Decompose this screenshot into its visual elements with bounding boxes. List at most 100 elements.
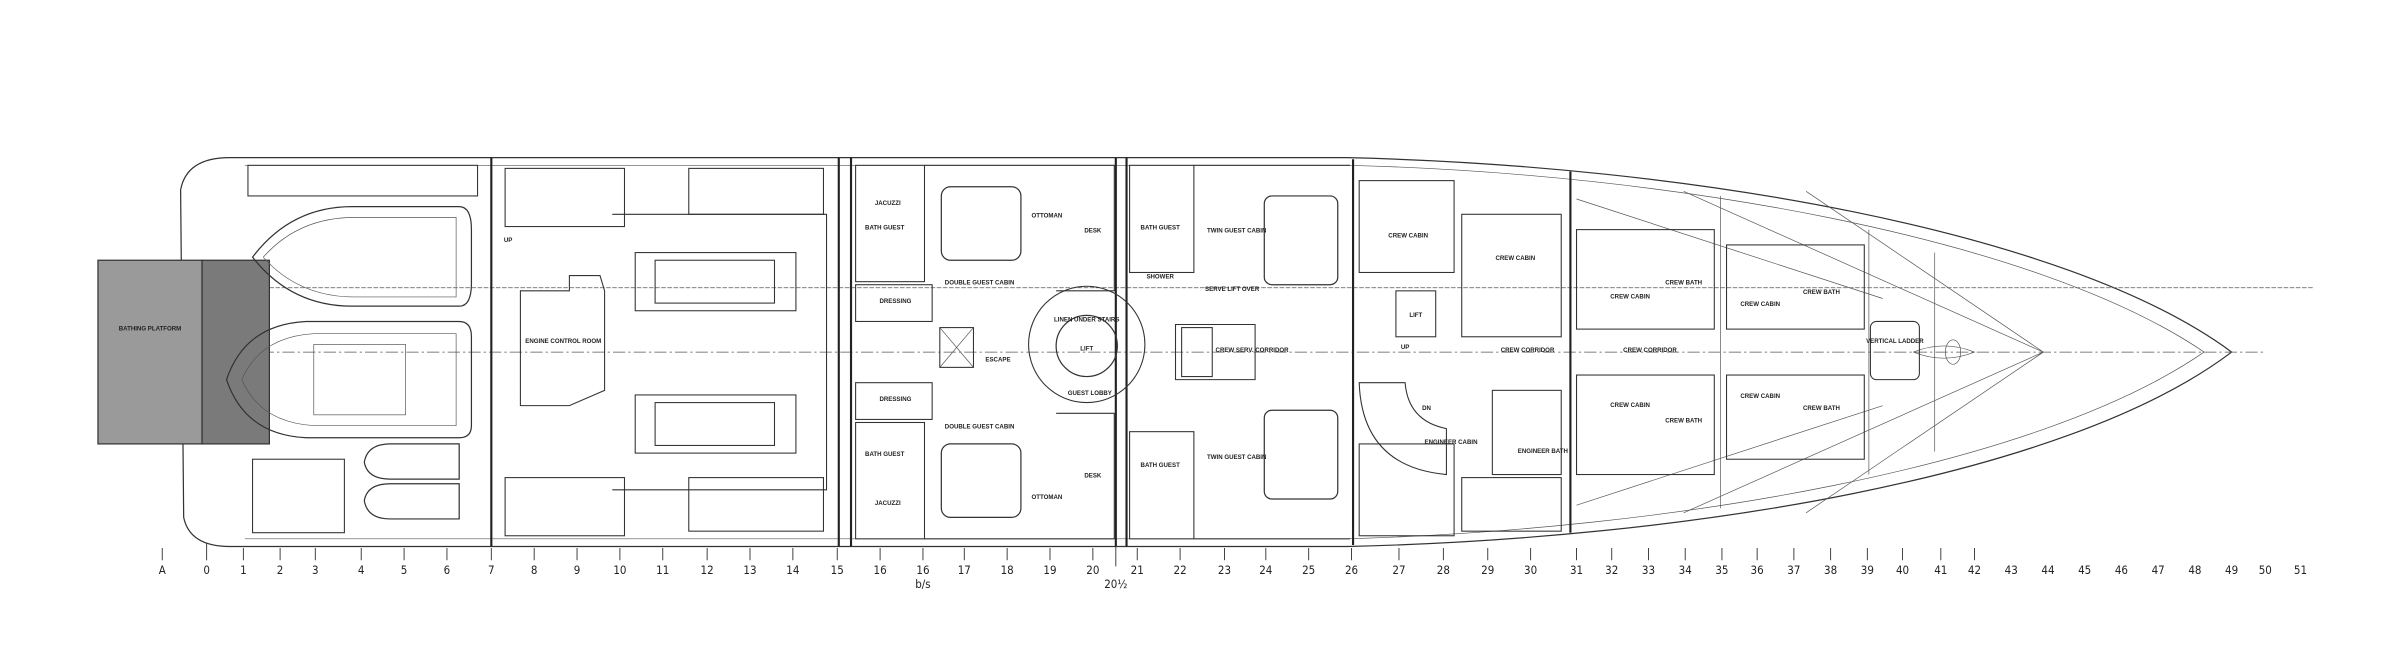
label-double-guest-cabin: DOUBLE GUEST CABIN (945, 424, 1015, 431)
label-jacuzzi: JACUZZI (875, 500, 901, 507)
frame-label: 23 (1218, 563, 1231, 577)
frame-label: 10 (613, 563, 626, 577)
bed-double-2 (940, 443, 1022, 519)
engine-room (504, 167, 828, 537)
frame-label: 5 (401, 563, 408, 577)
frame-label-20-half: 20½ (1104, 577, 1127, 591)
label-lift: LIFT (1080, 346, 1093, 353)
frame-label: 27 (1392, 563, 1405, 577)
bulkheads (490, 157, 1936, 547)
label-desk: DESK (1084, 228, 1102, 235)
label-bath-guest: BATH GUEST (1141, 462, 1181, 469)
label-escape: ESCAPE (985, 356, 1010, 363)
frame-label-bs: b/s (915, 577, 930, 591)
frame-label: 39 (1861, 563, 1874, 577)
frame-label: 17 (958, 563, 971, 577)
room-labels: BATHING PLATFORM ENGINE CONTROL ROOM JAC… (119, 200, 1925, 507)
frame-label: 34 (1679, 563, 1692, 577)
frame-label: 33 (1642, 563, 1655, 577)
frame-label: 16 (916, 563, 929, 577)
label-desk: DESK (1084, 473, 1102, 480)
guest-lift (1055, 314, 1118, 378)
label-linen: LINEN UNDER STAIRS (1054, 316, 1119, 323)
frame-label: 9 (574, 563, 581, 577)
transom-deck (201, 259, 270, 445)
label-twin-guest-cabin: TWIN GUEST CABIN (1207, 228, 1266, 235)
frame-label: A (159, 563, 166, 577)
label-crew-bath: CREW BATH (1803, 289, 1840, 296)
label-dn: DN (1422, 405, 1431, 412)
bed-twin-2 (1263, 409, 1339, 500)
label-crew-corridor: CREW CORRIDOR (1623, 347, 1677, 354)
label-crew-cabin: CREW CABIN (1388, 232, 1428, 239)
bed-twin-1 (1263, 195, 1339, 286)
frame-label: 6 (444, 563, 451, 577)
label-ottoman: OTTOMAN (1032, 494, 1063, 501)
frame-label: 47 (2152, 563, 2165, 577)
frame-label: 8 (531, 563, 538, 577)
crew-area (1358, 180, 1920, 537)
label-crew-bath: CREW BATH (1665, 417, 1702, 424)
frame-label: 36 (1751, 563, 1764, 577)
frame-label: 3 (312, 563, 319, 577)
frame-label: 29 (1481, 563, 1494, 577)
frame-label: 4 (358, 563, 365, 577)
jet-ski-1 (363, 443, 460, 480)
label-engine-control-room: ENGINE CONTROL ROOM (525, 338, 601, 345)
frame-label: 13 (743, 563, 756, 577)
bed-double-1 (940, 186, 1022, 261)
label-crew-cabin: CREW CABIN (1740, 301, 1780, 308)
frame-label: 40 (1896, 563, 1909, 577)
label-dressing: DRESSING (879, 396, 911, 403)
jet-ski-2 (363, 483, 460, 520)
label-bathing-platform: BATHING PLATFORM (119, 326, 182, 333)
bathing-platform (97, 259, 203, 445)
label-guest-lobby: GUEST LOBBY (1068, 390, 1112, 397)
label-bath-guest: BATH GUEST (1141, 225, 1181, 232)
label-engineer-cabin: ENGINEER CABIN (1425, 439, 1478, 446)
tender (251, 206, 473, 307)
frame-label: 51 (2294, 563, 2307, 577)
label-crew-corridor: CREW CORRIDOR (1501, 347, 1555, 354)
label-up: UP (1401, 344, 1409, 351)
frame-label: 22 (1174, 563, 1187, 577)
frame-label: 42 (1968, 563, 1981, 577)
frame-label: 12 (701, 563, 714, 577)
frame-label: 32 (1605, 563, 1618, 577)
label-crew-bath: CREW BATH (1665, 280, 1702, 287)
frame-label: 48 (2188, 563, 2201, 577)
frame-label: 43 (2005, 563, 2018, 577)
label-vertical-ladder: VERTICAL LADDER (1866, 338, 1924, 345)
label-bath-guest: BATH GUEST (865, 225, 905, 232)
anchor-locker (1945, 339, 1962, 365)
label-bath-guest: BATH GUEST (865, 451, 905, 458)
label-double-guest-cabin: DOUBLE GUEST CABIN (945, 280, 1015, 287)
engine-control-room-walls (519, 274, 606, 407)
spiral-stair (1028, 285, 1146, 404)
frame-label: 28 (1437, 563, 1450, 577)
hull-outline (179, 157, 2233, 548)
engine-port (634, 252, 797, 312)
frame-label: 20 (1086, 563, 1099, 577)
label-crew-cabin: CREW CABIN (1610, 402, 1650, 409)
label-ottoman: OTTOMAN (1032, 212, 1063, 219)
label-dressing: DRESSING (879, 298, 911, 305)
frame-label: 41 (1934, 563, 1947, 577)
label-twin-guest-cabin: TWIN GUEST CABIN (1207, 454, 1266, 461)
frame-label: 0 (203, 563, 210, 577)
frame-label: 19 (1043, 563, 1056, 577)
bow-strake (1913, 345, 1976, 359)
frame-label: 16 (874, 563, 887, 577)
frame-label: 2 (277, 563, 284, 577)
garage-area (97, 164, 479, 534)
label-shower: SHOWER (1146, 274, 1174, 281)
label-crew-bath: CREW BATH (1803, 405, 1840, 412)
frame-label: 50 (2259, 563, 2272, 577)
frame-label: 15 (831, 563, 844, 577)
guest-area (855, 164, 1350, 540)
frame-label: 44 (2041, 563, 2054, 577)
label-crew-cabin: CREW CABIN (1610, 293, 1650, 300)
label-up: UP (504, 237, 512, 244)
